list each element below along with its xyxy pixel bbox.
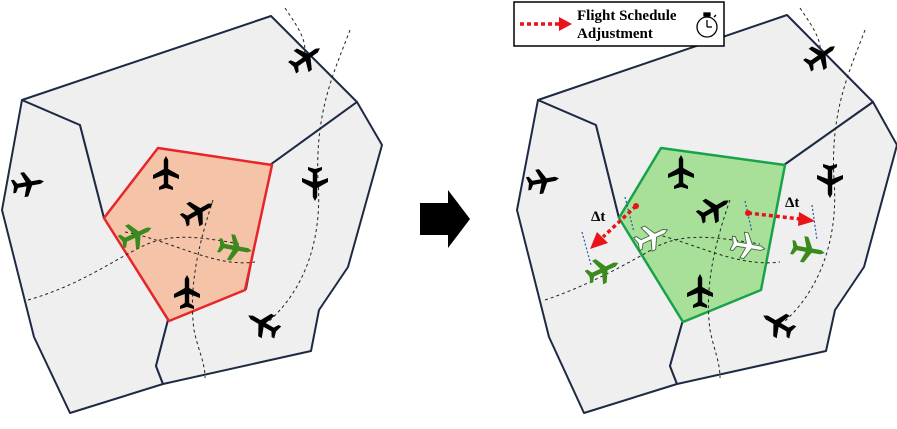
right-panel: Δt Δt [516,7,897,414]
adjust-arrow-left [601,204,638,239]
delta-t-label-right: Δt [785,195,799,211]
legend-line-1: Flight Schedule [577,8,677,24]
adjust-arrowhead-right [798,212,815,226]
flight-routes-left [27,7,351,379]
route-right-4 [799,7,821,61]
adjust-origin-right [745,210,751,216]
legend: Flight Schedule Adjustment [513,1,725,47]
route-left-2 [124,231,256,264]
adjustment-arrows [590,203,815,249]
tick-left-shifted [581,231,592,266]
left-panel [1,7,383,414]
adjust-origin-left [633,203,639,209]
congested-sector [102,146,274,323]
route-left-4 [284,7,306,61]
flight-routes-right [544,7,866,379]
adjust-arrowhead-left [590,232,608,249]
resolved-sector [617,146,787,324]
stopwatch-icon [696,12,718,38]
legend-line-2: Adjustment [577,26,653,42]
schedule-ticks [581,196,818,266]
route-left-3 [191,199,214,379]
route-left-1 [27,236,241,301]
right-arrow-icon [420,190,470,248]
tick-right-origin [744,200,753,233]
legend-arrowhead [559,17,572,31]
delta-t-label-left: Δt [591,209,605,225]
route-right-1 [544,236,761,301]
adjust-arrow-right [747,211,801,221]
route-right-3 [707,199,731,379]
tick-right-shifted [811,204,818,241]
sector-map-left [1,15,383,414]
